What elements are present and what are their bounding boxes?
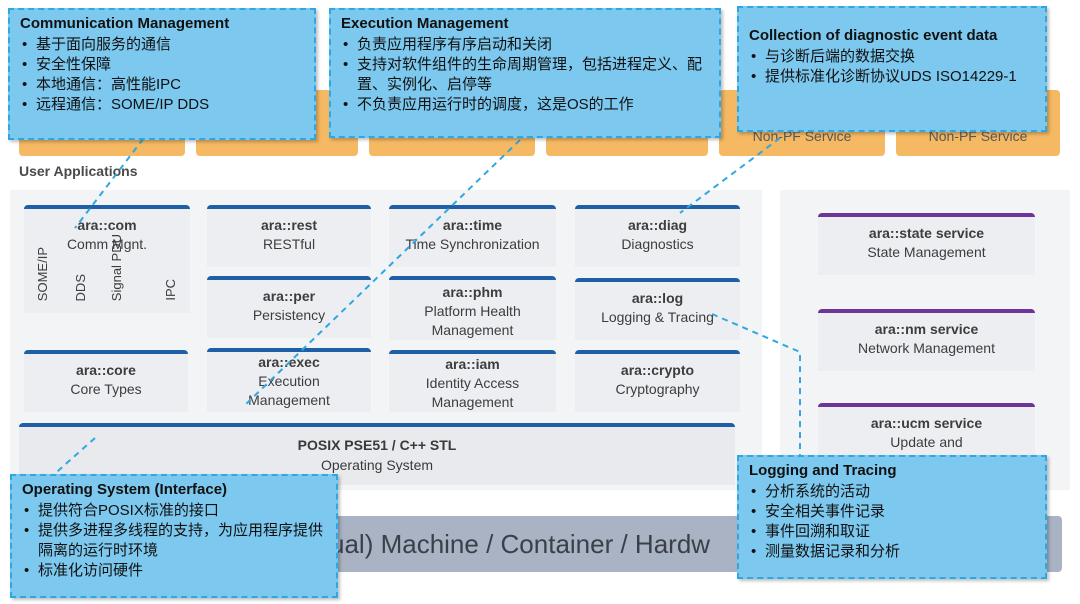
module-subtitle: Time Synchronization (405, 236, 540, 252)
module-subtitle: Persistency (252, 307, 326, 323)
protocol-signal-pdu: Signal PDU (109, 233, 124, 301)
module-title: ara::diag (627, 217, 688, 233)
callout-item: 负责应用程序有序启动和关闭 (341, 35, 709, 55)
module-subtitle: Platform Health Management (424, 303, 521, 338)
module-subtitle: RESTful (262, 236, 316, 252)
callout-title: Collection of diagnostic event data (749, 27, 998, 44)
module-title: ara::state service (868, 225, 985, 241)
service-ara-nm: ara::nm service Network Management (818, 309, 1035, 371)
module-title: ara::crypto (620, 362, 695, 378)
module-subtitle: Identity Access Management (425, 375, 520, 410)
module-ara-diag: ara::diag Diagnostics (575, 205, 740, 267)
callout-title: Execution Management (341, 15, 509, 32)
module-title: ara::com (77, 217, 137, 233)
machine-label: ual) Machine / Container / Hardw (330, 528, 711, 559)
callout-item: 不负责应用运行时的调度，这是OS的工作 (341, 95, 709, 115)
module-subtitle: Logging & Tracing (601, 309, 714, 325)
module-subtitle: Cryptography (615, 381, 700, 397)
module-subtitle: Network Management (858, 340, 995, 356)
callout-execution-management: Execution Management 负责应用程序有序启动和关闭 支持对软件… (329, 8, 721, 138)
callout-item: 提供标准化诊断协议UDS ISO14229-1 (749, 67, 1035, 87)
module-title: ara::per (262, 288, 316, 304)
module-title: ara::ucm service (870, 415, 983, 431)
callout-item: 安全相关事件记录 (749, 502, 1035, 522)
callout-communication-management: Communication Management 基于面向服务的通信 安全性保障… (8, 8, 316, 140)
callout-title: Logging and Tracing (749, 462, 897, 479)
module-ara-core: ara::core Core Types (24, 350, 188, 412)
callout-item: 测量数据记录和分析 (749, 542, 1035, 562)
module-title: ara::time (442, 217, 503, 233)
module-subtitle: Update and (890, 434, 963, 450)
callout-item: 事件回溯和取证 (749, 522, 1035, 542)
service-ara-ucm: ara::ucm service Update and (818, 403, 1035, 465)
module-subtitle: Diagnostics (621, 236, 694, 252)
callout-item: 提供多进程多线程的支持，为应用程序提供隔离的运行时环境 (22, 521, 326, 561)
callout-operating-system-interface: Operating System (Interface) 提供符合POSIX标准… (10, 474, 338, 598)
callout-item: 远程通信：SOME/IP DDS (20, 95, 304, 115)
posix-subtitle: Operating System (320, 457, 434, 473)
service-ara-state: ara::state service State Management (818, 213, 1035, 275)
callout-item: 分析系统的活动 (749, 482, 1035, 502)
module-subtitle: Execution Management (248, 373, 330, 408)
module-subtitle: Core Types (70, 381, 142, 397)
callout-item: 与诊断后端的数据交换 (749, 47, 1035, 67)
module-ara-com: ara::com Comm Mgnt. SOME/IP DDS Signal P… (24, 205, 190, 313)
module-ara-crypto: ara::crypto Cryptography (575, 350, 740, 412)
callout-title: Operating System (Interface) (22, 481, 228, 498)
module-title: ara::rest (260, 217, 318, 233)
posix-title: POSIX PSE51 / C++ STL (297, 437, 457, 453)
callout-item: 本地通信：高性能IPC (20, 75, 304, 95)
callout-logging-and-tracing: Logging and Tracing 分析系统的活动 安全相关事件记录 事件回… (737, 455, 1047, 579)
callout-item: 支持对软件组件的生命周期管理，包括进程定义、配置、实例化、启停等 (341, 55, 709, 95)
module-subtitle: State Management (867, 244, 986, 260)
user-applications-label: User Applications (19, 163, 138, 179)
module-title: ara::core (76, 362, 136, 378)
callout-item: 标准化访问硬件 (22, 561, 326, 581)
callout-title: Communication Management (20, 15, 230, 32)
module-ara-exec: ara::exec Execution Management (207, 348, 371, 412)
module-title: ara::iam (445, 356, 500, 372)
module-title: ara::exec (258, 354, 320, 370)
callout-item: 提供符合POSIX标准的接口 (22, 501, 326, 521)
protocol-dds: DDS (73, 273, 88, 301)
callout-item: 安全性保障 (20, 55, 304, 75)
protocol-ipc: IPC (163, 279, 178, 301)
callout-diagnostic-event-data: Collection of diagnostic event data 与诊断后… (737, 6, 1047, 132)
module-ara-iam: ara::iam Identity Access Management (389, 350, 556, 412)
callout-item: 基于面向服务的通信 (20, 35, 304, 55)
module-ara-phm: ara::phm Platform Health Management (389, 276, 556, 340)
protocol-someip: SOME/IP (35, 246, 50, 301)
module-subtitle: Comm Mgnt. (66, 236, 148, 252)
module-title: ara::nm service (874, 321, 979, 337)
module-ara-log: ara::log Logging & Tracing (575, 278, 740, 340)
module-ara-rest: ara::rest RESTful (207, 205, 371, 267)
module-ara-per: ara::per Persistency (207, 276, 371, 338)
module-title: ara::log (631, 290, 684, 306)
module-title: ara::phm (442, 284, 503, 300)
module-ara-time: ara::time Time Synchronization (389, 205, 556, 267)
